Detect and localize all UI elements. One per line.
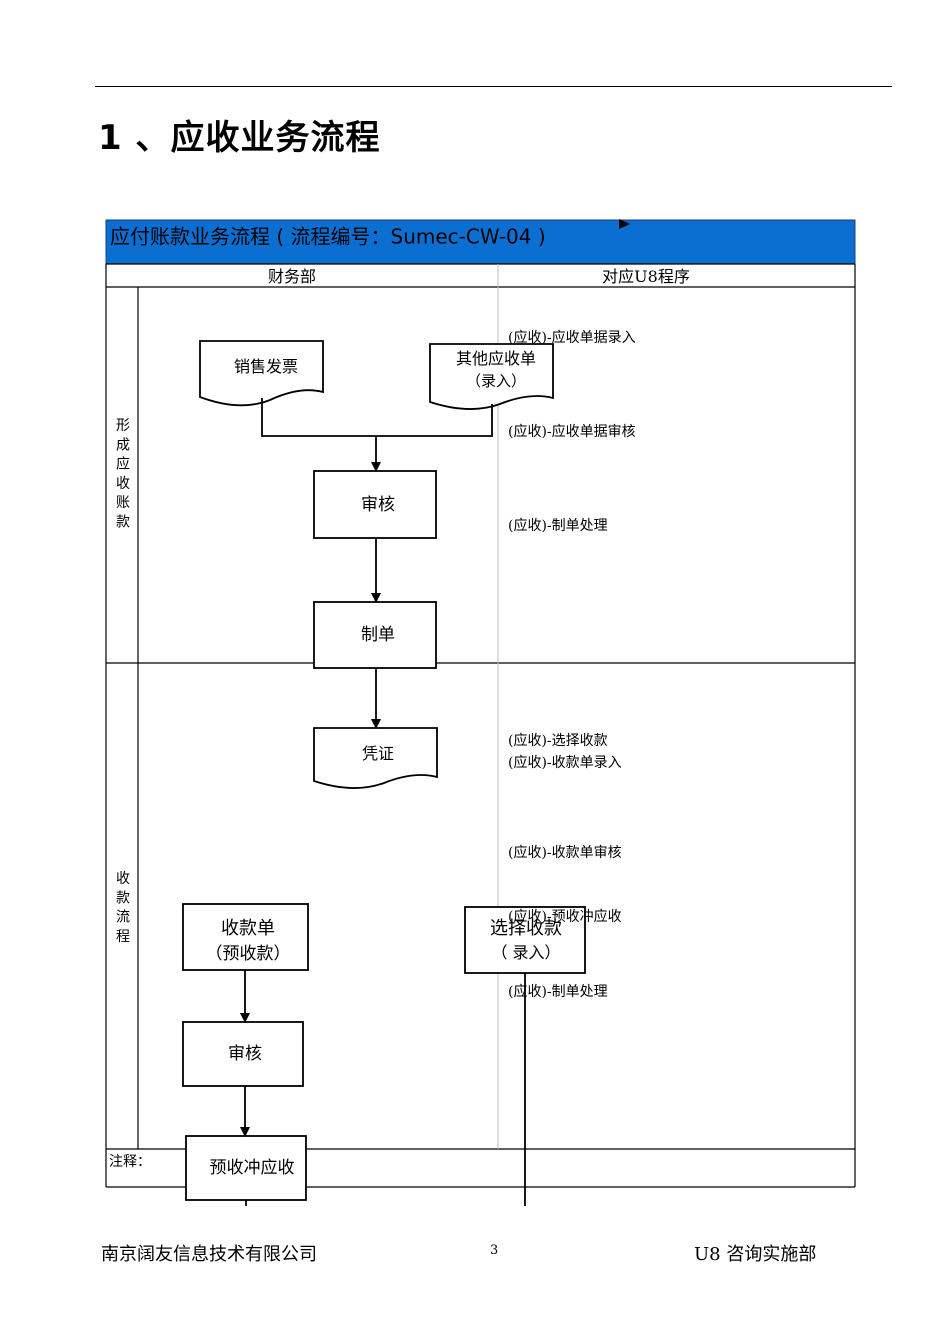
section-title: 1 、应收业务流程 bbox=[98, 118, 381, 158]
flowchart-banner bbox=[105, 219, 856, 265]
make-voucher-label: 制单 bbox=[361, 625, 395, 645]
u8-program-item: (应收)-制单处理 bbox=[508, 983, 608, 1000]
sales-invoice-document bbox=[199, 340, 324, 407]
u8-program-item: (应收)-收款单录入 bbox=[508, 754, 622, 771]
u8-program-item: (应收)-应收单据录入 bbox=[508, 329, 636, 346]
column-header-department: 财务部 bbox=[268, 267, 316, 286]
column-header-program: 对应U8程序 bbox=[602, 267, 690, 286]
select-receipt-sublabel: （ 录入） bbox=[491, 943, 560, 962]
select-receipt-label: 选择收款 bbox=[490, 918, 562, 939]
voucher-document bbox=[313, 727, 438, 789]
make-voucher-box bbox=[313, 601, 437, 669]
receipt-sublabel: （预收款） bbox=[206, 944, 291, 964]
flowchart-grid bbox=[105, 263, 856, 1188]
audit-1-label: 审核 bbox=[361, 495, 395, 515]
receipt-label: 收款单 bbox=[221, 918, 275, 939]
u8-program-item: (应收)-收款单审核 bbox=[508, 844, 622, 861]
u8-program-item: (应收)-制单处理 bbox=[508, 517, 608, 534]
flowchart-banner-title: 应付账款业务流程 ( 流程编号：Sumec-CW-04 ) bbox=[110, 225, 546, 249]
receipt-box bbox=[182, 903, 309, 971]
select-receipt-box bbox=[464, 906, 586, 974]
prepay-offset-label: 预收冲应收 bbox=[210, 1158, 295, 1178]
other-receivable-label: 其他应收单 bbox=[456, 349, 536, 368]
connector-invoice bbox=[261, 398, 493, 437]
audit-box-1 bbox=[313, 470, 437, 539]
footer-company: 南京阔友信息技术有限公司 bbox=[101, 1244, 317, 1265]
header-rule bbox=[95, 86, 892, 87]
other-receivable-document bbox=[429, 343, 554, 410]
lane-label: 收款流程 bbox=[116, 871, 130, 945]
u8-program-item: (应收)-预收冲应收 bbox=[508, 908, 622, 925]
sales-invoice-label: 销售发票 bbox=[234, 357, 298, 376]
u8-program-item: (应收)-应收单据审核 bbox=[508, 423, 636, 440]
u8-program-item: (应收)-选择收款 bbox=[508, 732, 608, 749]
footer-department: U8 咨询实施部 bbox=[694, 1244, 817, 1265]
notes-label: 注释： bbox=[109, 1154, 151, 1170]
page-number: 3 bbox=[490, 1243, 499, 1258]
voucher-label: 凭证 bbox=[362, 744, 394, 763]
prepay-offset-box bbox=[185, 1135, 307, 1201]
other-receivable-sublabel: （录入） bbox=[466, 372, 526, 390]
banner-mark bbox=[619, 219, 630, 229]
audit-2-label: 审核 bbox=[228, 1044, 262, 1064]
lane-label: 形成应收账款 bbox=[116, 418, 130, 531]
